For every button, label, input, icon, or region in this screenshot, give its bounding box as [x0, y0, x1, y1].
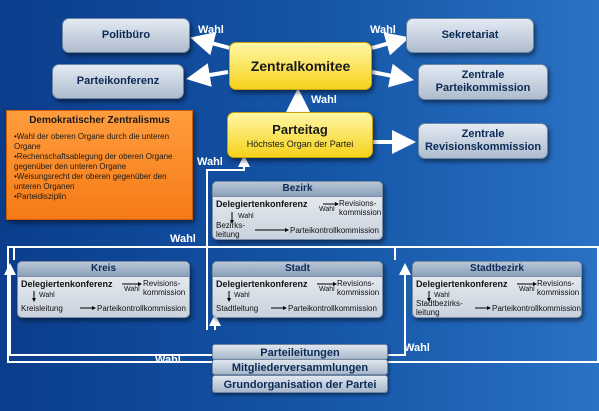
bezirk-revisionskommission: Revisions-kommission: [339, 199, 382, 217]
arrow-to-zpk: [371, 63, 414, 88]
sekretariat-box: Sekretariat: [406, 18, 534, 53]
parteitag-title: Parteitag: [272, 121, 328, 137]
politbuero-box: Politbüro: [62, 18, 190, 53]
demokratischer-zentralismus-box: Demokratischer Zentralismus •Wahl der ob…: [6, 110, 193, 220]
sekretariat-label: Sekretariat: [441, 29, 499, 41]
stadtbezirk-revisionskommission: Revisions-kommission: [537, 279, 580, 297]
stadtbezirk-leitung: Stadtbezirks-leitung: [416, 299, 463, 317]
stadtbezirk-delegiertenkonferenz: Delegiertenkonferenz: [416, 279, 508, 289]
stadtbezirk-title: Stadtbezirk: [413, 262, 581, 277]
stadtbezirk-wahl-small: Wahl: [434, 292, 450, 299]
zentralkomitee-label: Zentralkomitee: [250, 58, 351, 74]
dz-point: •Wahl der oberen Organe durch die untere…: [14, 132, 170, 151]
parteitag-subtitle: Höchstes Organ der Partei: [246, 138, 354, 149]
stadt-title: Stadt: [213, 262, 382, 277]
basis-stack: Parteileitungen Mitgliederversammlungen …: [212, 344, 388, 394]
politbuero-label: Politbüro: [101, 29, 151, 41]
kreis-wahl-small: Wahl: [124, 286, 140, 293]
wahl-label: Wahl: [404, 342, 430, 354]
stadt-delegiertenkonferenz: Delegiertenkonferenz: [216, 279, 308, 289]
zpk-label: Zentrale Parteikommission: [435, 69, 531, 94]
kreis-leitung: Kreisleitung: [21, 304, 63, 313]
stadt-wahl-small: Wahl: [319, 286, 335, 293]
dz-point: •Weisungsrecht der oberen gegenüber den …: [14, 172, 167, 191]
stadtbezirk-parteikontrollkommission: Parteikontrollkommission: [492, 304, 581, 313]
stadt-panel: Stadt Delegiertenkonferenz Wahl Revision…: [212, 261, 383, 318]
stadt-leitung: Stadtleitung: [216, 304, 259, 313]
dz-point: •Parteidisziplin: [14, 192, 67, 201]
bezirk-wahl-small: Wahl: [319, 206, 335, 213]
stadt-revisionskommission: Revisions-kommission: [337, 279, 380, 297]
zentralkomitee-box: Zentralkomitee: [229, 42, 372, 90]
arrow-to-kreis: [3, 263, 212, 356]
stadt-wahl-small: Wahl: [234, 292, 250, 299]
wahl-label: Wahl: [170, 233, 196, 245]
kreis-delegiertenkonferenz: Delegiertenkonferenz: [21, 279, 113, 289]
stadtbezirk-wahl-small: Wahl: [519, 286, 535, 293]
parteikonferenz-box: Parteikonferenz: [52, 64, 184, 99]
kreis-revisionskommission: Revisions-kommission: [143, 279, 186, 297]
line-right-loop: [388, 246, 599, 363]
wahl-label: Wahl: [198, 24, 224, 36]
arrow-to-parteikonferenz: [186, 63, 229, 87]
zrk-label: Zentrale Revisionskommission: [424, 128, 542, 153]
arrow-to-politbuero: [190, 32, 231, 56]
kreis-parteikontrollkommission: Parteikontrollkommission: [97, 304, 186, 313]
kreis-wahl-small: Wahl: [39, 292, 55, 299]
dz-points: •Wahl der oberen Organe durch die untere…: [14, 132, 185, 202]
kreis-panel: Kreis Delegiertenkonferenz Wahl Revision…: [17, 261, 190, 318]
stadtbezirk-panel: Stadtbezirk Delegiertenkonferenz Wahl Re…: [412, 261, 582, 318]
stadt-parteikontrollkommission: Parteikontrollkommission: [288, 304, 377, 313]
bezirk-leitung: Bezirks-leitung: [216, 221, 245, 239]
bezirk-wahl-small: Wahl: [238, 213, 254, 220]
parteikonferenz-label: Parteikonferenz: [76, 75, 160, 87]
kreis-title: Kreis: [18, 262, 189, 277]
arrow-to-stadtbezirk: [388, 263, 411, 356]
wahl-label: Wahl: [155, 354, 181, 366]
zrk-box: Zentrale Revisionskommission: [418, 123, 548, 159]
bezirk-title: Bezirk: [213, 182, 382, 197]
line-left-loop: [7, 246, 212, 363]
wahl-label: Wahl: [311, 94, 337, 106]
dz-title: Demokratischer Zentralismus: [29, 115, 170, 126]
arrow-to-sekretariat: [371, 32, 410, 56]
line-bus: [13, 246, 396, 260]
parteitag-box: Parteitag Höchstes Organ der Partei: [227, 112, 373, 158]
wahl-label: Wahl: [370, 24, 396, 36]
bezirk-panel: Bezirk Delegiertenkonferenz Wahl Revisio…: [212, 181, 383, 240]
dz-point: •Rechenschaftsablegung der oberen Organe…: [14, 152, 173, 171]
mitgliederversammlungen-bar: Mitgliederversammlungen: [212, 359, 388, 375]
zpk-box: Zentrale Parteikommission: [418, 64, 548, 100]
parteileitungen-bar: Parteileitungen: [212, 344, 388, 360]
bezirk-parteikontrollkommission: Parteikontrollkommission: [290, 226, 379, 235]
bezirk-delegiertenkonferenz: Delegiertenkonferenz: [216, 199, 308, 209]
wahl-label: Wahl: [197, 156, 223, 168]
line-to-parteitag: [206, 155, 250, 330]
grundorganisation-bar: Grundorganisation der Partei: [212, 375, 388, 393]
